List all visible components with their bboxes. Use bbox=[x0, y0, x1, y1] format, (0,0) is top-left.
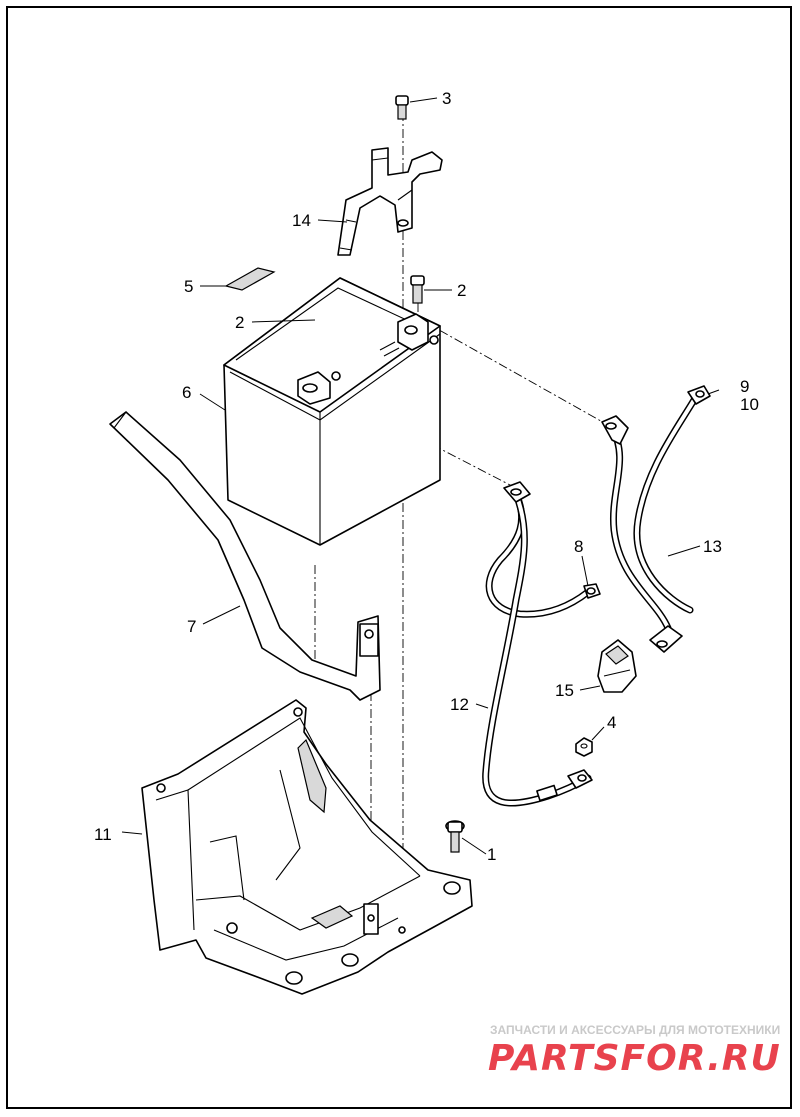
strap-part-7 bbox=[109, 411, 381, 701]
terminal-boot-part-15 bbox=[597, 639, 637, 693]
callout-13: 13 bbox=[703, 537, 722, 556]
callout-10: 10 bbox=[740, 395, 759, 414]
callout-15: 15 bbox=[555, 681, 574, 700]
cable-part-13 bbox=[601, 385, 711, 653]
callout-9: 9 bbox=[740, 377, 749, 396]
callout-4: 4 bbox=[607, 713, 616, 732]
callout-5: 5 bbox=[184, 277, 193, 296]
watermark-logo: PARTSFOR.RU bbox=[488, 1038, 781, 1079]
callout-12: 12 bbox=[450, 695, 469, 714]
cable-part-12 bbox=[482, 481, 601, 807]
watermark: ЗАПЧАСТИ И АКСЕССУАРЫ ДЛЯ МОТОТЕХНИКИ PA… bbox=[488, 1023, 781, 1079]
callout-2-right: 2 bbox=[457, 281, 466, 300]
callout-labels: 1 2 2 3 4 5 6 7 8 9 10 11 12 13 14 15 bbox=[94, 89, 759, 864]
nut-part-4 bbox=[575, 737, 593, 757]
battery-part-6 bbox=[223, 277, 441, 546]
callout-11: 11 bbox=[94, 825, 112, 844]
watermark-tagline: ЗАПЧАСТИ И АКСЕССУАРЫ ДЛЯ МОТОТЕХНИКИ bbox=[490, 1023, 780, 1037]
bolt-part-2-right bbox=[410, 275, 425, 304]
diagram-border bbox=[6, 6, 792, 1109]
hold-down-bracket-part-14 bbox=[337, 147, 443, 256]
callout-2-left: 2 bbox=[235, 313, 244, 332]
leader-lines bbox=[121, 97, 720, 855]
callout-8: 8 bbox=[574, 537, 583, 556]
battery-tray-part-11 bbox=[141, 699, 473, 995]
callout-6: 6 bbox=[182, 383, 191, 402]
callout-1: 1 bbox=[487, 845, 496, 864]
callout-14: 14 bbox=[292, 211, 311, 230]
bolt-part-3 bbox=[395, 95, 409, 120]
flange-bolt-part-1 bbox=[445, 820, 465, 853]
callout-7: 7 bbox=[187, 617, 196, 636]
callout-3: 3 bbox=[442, 89, 451, 108]
label-part-5 bbox=[224, 267, 276, 291]
